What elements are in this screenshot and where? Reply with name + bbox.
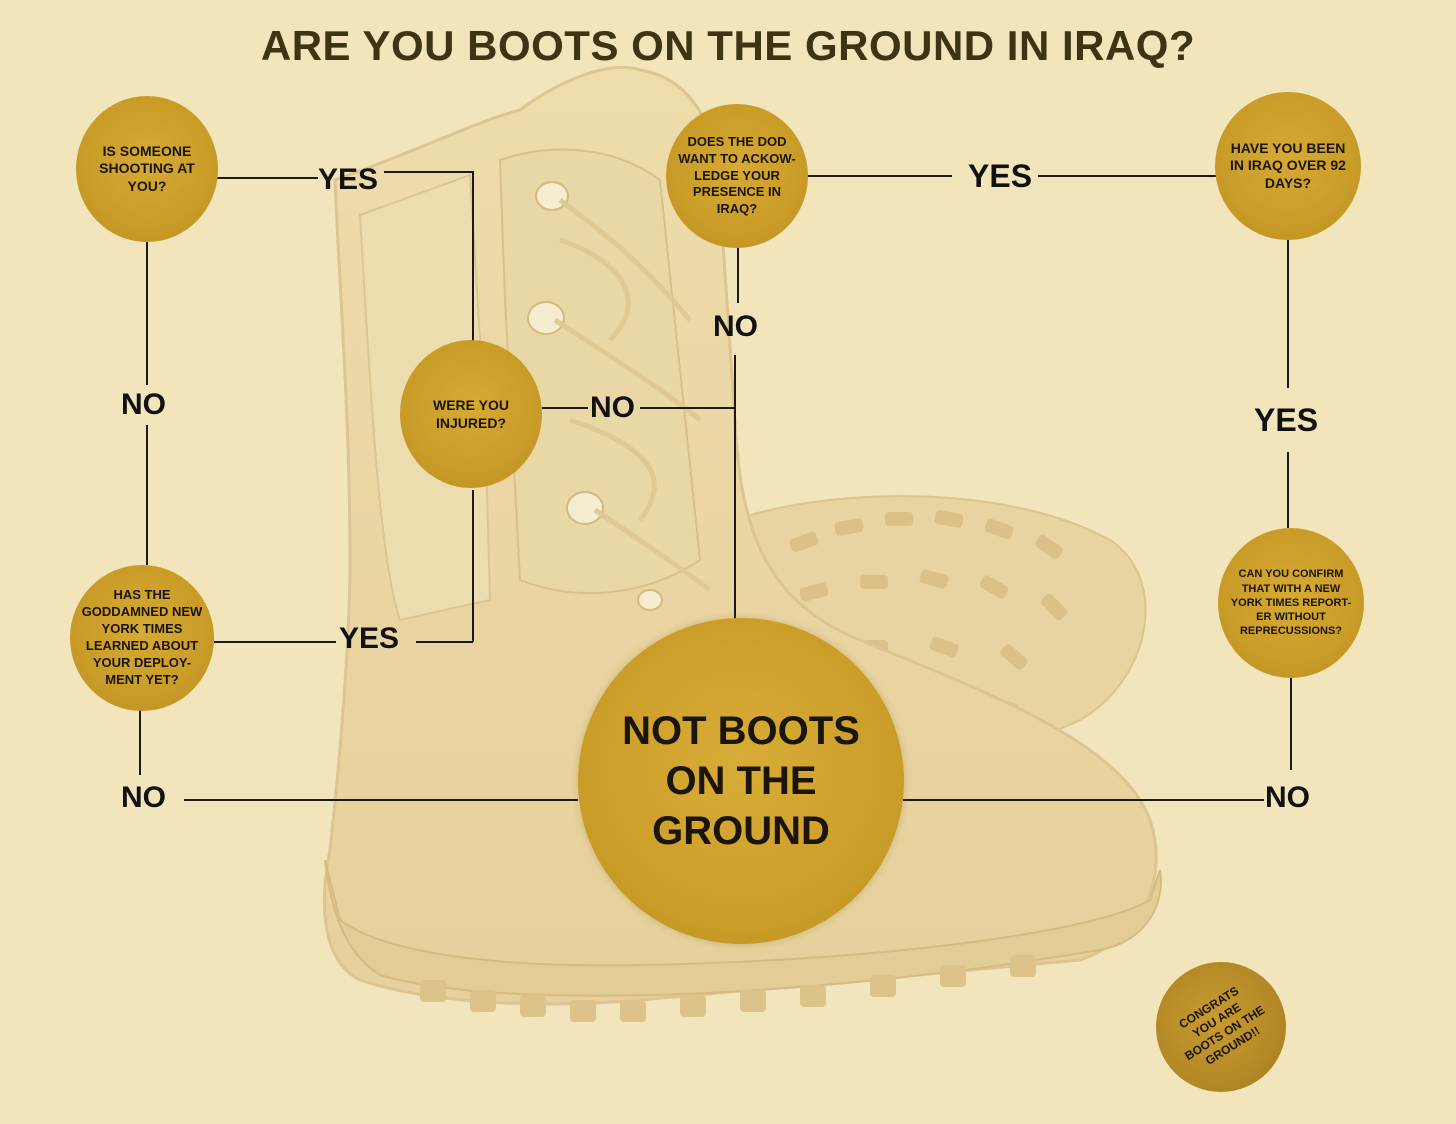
label-yes-shooting: YES <box>318 163 379 196</box>
node-days: HAVE YOU BEEN IN IRAQ OVER 92 DAYS? <box>1215 92 1361 240</box>
line-yes-to-injured <box>384 171 474 345</box>
label-no-shooting: NO <box>121 388 166 421</box>
page-title: ARE YOU BOOTS ON THE GROUND IN IRAQ? <box>260 22 1196 69</box>
node-congrats-text: CONGRATS YOU ARE BOOTS ON THE GROUND!! <box>1176 983 1268 1068</box>
node-dod: DOES THE DOD WANT TO ACKOW- LEDGE YOUR P… <box>666 104 808 248</box>
node-injured-text: WERE YOU INJURED? <box>433 396 509 431</box>
label-yes-dod-days: YES <box>968 158 1033 194</box>
node-injured: WERE YOU INJURED? <box>400 340 542 488</box>
node-congrats: CONGRATS YOU ARE BOOTS ON THE GROUND!! <box>1156 962 1286 1092</box>
node-nyt: HAS THE GODDAMNED NEW YORK TIMES LEARNED… <box>70 565 214 711</box>
node-confirm-text: CAN YOU CONFIRM THAT WITH A NEW YORK TIM… <box>1230 568 1352 638</box>
label-yes-days: YES <box>1254 402 1319 438</box>
node-nyt-text: HAS THE GODDAMNED NEW YORK TIMES LEARNED… <box>81 587 203 687</box>
node-shooting-text: IS SOMEONE SHOOTING AT YOU? <box>99 142 195 194</box>
node-confirm: CAN YOU CONFIRM THAT WITH A NEW YORK TIM… <box>1218 528 1364 678</box>
node-not-boots: NOT BOOTS ON THE GROUND <box>578 618 904 944</box>
node-shooting: IS SOMEONE SHOOTING AT YOU? <box>76 96 218 242</box>
label-no-nyt: NO <box>121 781 166 814</box>
label-yes-nyt: YES <box>339 622 400 655</box>
node-not-boots-text: NOT BOOTS ON THE GROUND <box>622 709 860 853</box>
node-dod-text: DOES THE DOD WANT TO ACKOW- LEDGE YOUR P… <box>678 133 796 217</box>
label-no-injured: NO <box>590 391 635 424</box>
label-no-confirm: NO <box>1265 781 1310 814</box>
label-no-dod: NO <box>713 310 758 343</box>
node-days-text: HAVE YOU BEEN IN IRAQ OVER 92 DAYS? <box>1230 139 1346 191</box>
